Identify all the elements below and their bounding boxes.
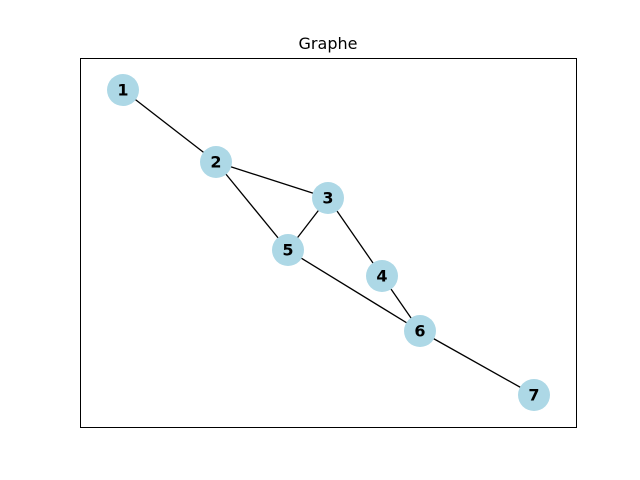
node-label: 6 xyxy=(414,322,425,341)
node-7: 7 xyxy=(518,379,550,411)
edge-1-2 xyxy=(122,89,217,163)
node-label: 7 xyxy=(528,386,539,405)
graph-title: Graphe xyxy=(299,34,358,53)
node-circle xyxy=(107,74,139,106)
node-layer: 1 2 3 4 5 6 7 xyxy=(107,74,550,411)
node-label: 3 xyxy=(322,189,333,208)
node-label: 5 xyxy=(282,241,293,260)
node-circle xyxy=(518,379,550,411)
node-label: 4 xyxy=(376,267,387,286)
node-circle xyxy=(272,234,304,266)
node-circle xyxy=(200,146,232,178)
edge-6-7 xyxy=(419,330,535,396)
node-5: 5 xyxy=(272,234,304,266)
node-3: 3 xyxy=(312,182,344,214)
node-circle xyxy=(312,182,344,214)
node-label: 1 xyxy=(117,81,128,100)
plot-frame xyxy=(80,58,577,428)
node-1: 1 xyxy=(107,74,139,106)
edge-2-5 xyxy=(215,161,289,251)
node-circle xyxy=(404,315,436,347)
edge-2-3 xyxy=(215,161,329,199)
node-2: 2 xyxy=(200,146,232,178)
node-circle xyxy=(366,260,398,292)
edge-5-6 xyxy=(287,249,421,332)
node-4: 4 xyxy=(366,260,398,292)
node-label: 2 xyxy=(210,153,221,172)
node-6: 6 xyxy=(404,315,436,347)
